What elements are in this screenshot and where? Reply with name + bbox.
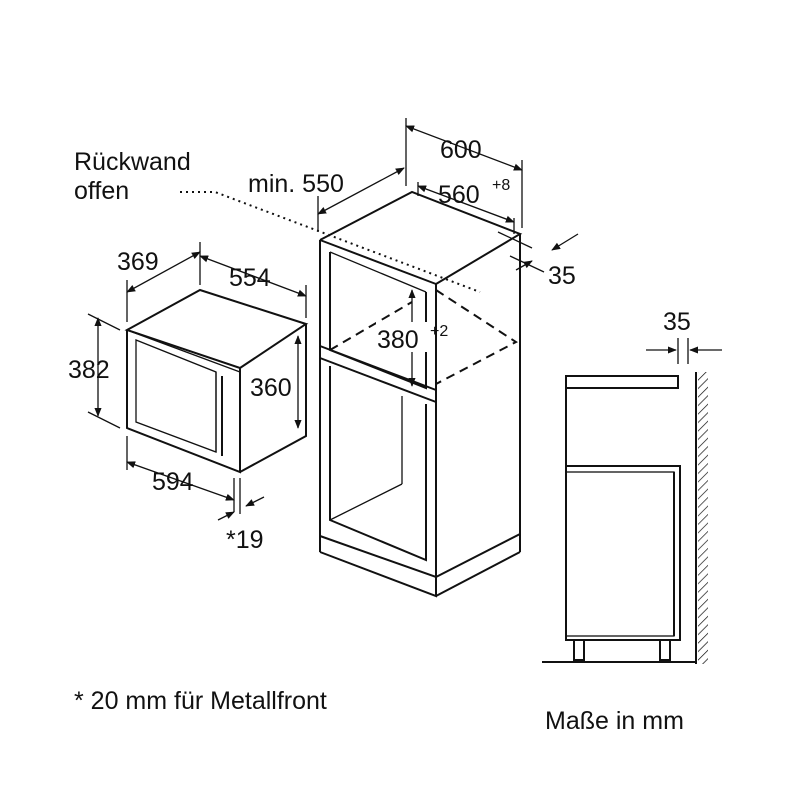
dimension-380: 380 +2: [376, 289, 448, 387]
label-594: 594: [152, 468, 194, 496]
label-369: 369: [117, 248, 159, 276]
dimension-19: *19: [217, 478, 265, 554]
microwave-drawing: [124, 288, 309, 474]
label-min550: min. 550: [248, 170, 344, 198]
dimension-min550: min. 550: [248, 167, 405, 232]
footnote-metal-front: * 20 mm für Metallfront: [74, 687, 327, 715]
dimension-35-cabinet: 35: [497, 231, 579, 290]
label-rueckwand: Rückwand: [74, 148, 191, 176]
label-19: *19: [226, 526, 264, 554]
side-view-drawing: [542, 372, 708, 664]
label-554: 554: [229, 264, 271, 292]
cabinet-drawing: [319, 190, 523, 598]
dimension-369: 369: [117, 242, 201, 322]
label-35-side: 35: [663, 308, 691, 336]
label-560: 560: [438, 181, 480, 209]
units-note: Maße in mm: [545, 707, 684, 735]
dimension-554: 554: [199, 255, 307, 318]
label-380-tolerance: +2: [430, 323, 448, 340]
label-382: 382: [68, 356, 110, 384]
dimension-594: 594: [126, 436, 235, 512]
label-offen: offen: [74, 177, 129, 205]
label-360: 360: [250, 374, 292, 402]
label-35-cabinet: 35: [548, 262, 576, 290]
label-380: 380: [377, 326, 419, 354]
label-560-tolerance: +8: [492, 177, 510, 194]
dimension-382: 382: [68, 313, 121, 429]
dimension-35-side: 35: [646, 308, 722, 364]
dimension-600: 600: [405, 118, 523, 228]
dimension-360: 360: [250, 335, 302, 429]
label-600: 600: [440, 136, 482, 164]
dimension-560: 560 +8: [417, 177, 515, 234]
rear-wall-open-note: Rückwand offen: [74, 148, 481, 293]
